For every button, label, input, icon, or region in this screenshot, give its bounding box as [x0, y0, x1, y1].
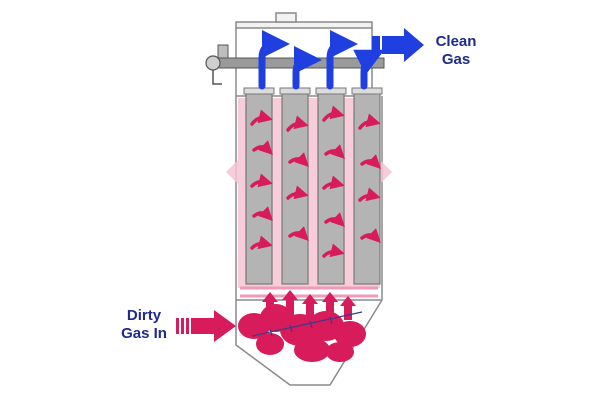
clean-gas-label: Clean Gas: [424, 33, 488, 69]
clean-flow-arrows: [258, 30, 385, 90]
filter-bag-3: [317, 91, 345, 285]
filter-bag-1: [245, 91, 273, 285]
dust-flow-arrows: [250, 105, 381, 258]
dust-flow-arrow: [358, 113, 381, 130]
dust-flow-arrow: [360, 154, 381, 169]
clean-gas-outlet-arrow: [372, 28, 424, 62]
dust-flow-arrow: [324, 144, 345, 159]
dust-flow-arrow: [322, 175, 345, 190]
clean-flow-arrow: [292, 46, 322, 90]
dust-flow-arrow: [288, 152, 309, 167]
clean-gas-label-line2: Gas: [441, 51, 471, 68]
dust-flow-arrow: [252, 206, 273, 221]
dust-flow-arrow: [358, 187, 381, 202]
dirty-gas-label-line2: Gas In: [121, 325, 167, 342]
dust-flow-arrow: [250, 109, 273, 126]
dust-flow-arrow: [286, 115, 309, 132]
dirty-gas-label-line1: Dirty: [126, 307, 162, 324]
dust-flow-arrow: [322, 243, 345, 258]
dust-flow-arrow: [250, 235, 273, 250]
dust-flow-arrow: [288, 226, 309, 241]
hopper-screw: [251, 311, 363, 337]
dust-flow-arrow: [360, 228, 381, 243]
clean-flow-arrow: [258, 30, 290, 90]
dust-flow-arrow: [250, 173, 273, 188]
clean-flow-arrow: [326, 30, 358, 90]
dirty-gas-inlet-arrow: [176, 310, 236, 342]
dust-flow-arrow: [324, 212, 345, 227]
filter-bag-2: [281, 91, 309, 285]
clean-gas-label-line1: Clean: [435, 33, 477, 50]
tube-sheet-lines: [240, 286, 378, 298]
dust-flow-arrow: [286, 185, 309, 200]
clean-flow-arrow: [353, 49, 385, 90]
bag-caps: [243, 87, 383, 95]
dust-flow-arrow: [322, 105, 345, 122]
dust-flow-arrow: [252, 140, 273, 155]
dirty-gas-in-label: Dirty Gas In: [118, 307, 170, 343]
